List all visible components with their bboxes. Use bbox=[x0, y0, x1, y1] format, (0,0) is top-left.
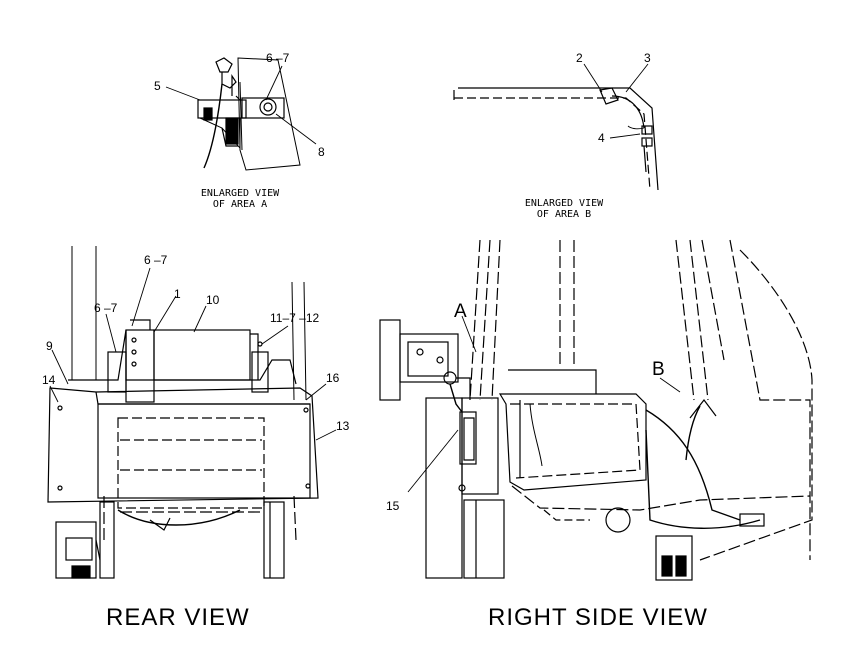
callout-b-2: 2 bbox=[576, 51, 583, 65]
callout-rear-14: 14 bbox=[42, 373, 56, 387]
callout-side-b: B bbox=[652, 359, 665, 380]
callout-rear-1: 1 bbox=[174, 287, 181, 301]
caption-area-a: ENLARGED VIEW OF AREA A bbox=[184, 188, 296, 210]
callout-rear-11-7-12: 11–7 –12 bbox=[270, 311, 320, 325]
rear-view-drawing bbox=[47, 246, 337, 579]
caption-area-b: ENLARGED VIEW OF AREA B bbox=[508, 198, 620, 220]
enlarged-view-b-drawing bbox=[453, 63, 659, 191]
callout-side-a: A bbox=[454, 301, 467, 322]
callout-b-3: 3 bbox=[644, 51, 651, 65]
caption-area-b-line1: ENLARGED VIEW bbox=[524, 198, 604, 209]
caption-area-b-line2: OF AREA B bbox=[536, 209, 592, 220]
enlarged-view-a-drawing bbox=[165, 57, 317, 171]
callout-rear-10: 10 bbox=[206, 293, 220, 307]
callout-rear-9: 9 bbox=[46, 339, 53, 353]
callout-a-6-7: 6 –7 bbox=[266, 51, 290, 65]
callout-a-5: 5 bbox=[154, 79, 161, 93]
callout-rear-16: 16 bbox=[326, 371, 340, 385]
callout-b-4: 4 bbox=[598, 131, 605, 145]
caption-rear-view: REAR VIEW bbox=[106, 604, 250, 631]
callout-rear-6-7-top: 6 –7 bbox=[144, 253, 168, 267]
right-side-view-drawing bbox=[379, 239, 813, 581]
callout-side-15: 15 bbox=[386, 499, 400, 513]
callout-a-8: 8 bbox=[318, 145, 325, 159]
caption-area-a-line1: ENLARGED VIEW bbox=[200, 188, 280, 199]
caption-area-a-line2: OF AREA A bbox=[212, 199, 268, 210]
callout-rear-13: 13 bbox=[336, 419, 350, 433]
caption-right-side-view: RIGHT SIDE VIEW bbox=[488, 604, 708, 631]
callout-rear-6-7-left: 6 –7 bbox=[94, 301, 118, 315]
